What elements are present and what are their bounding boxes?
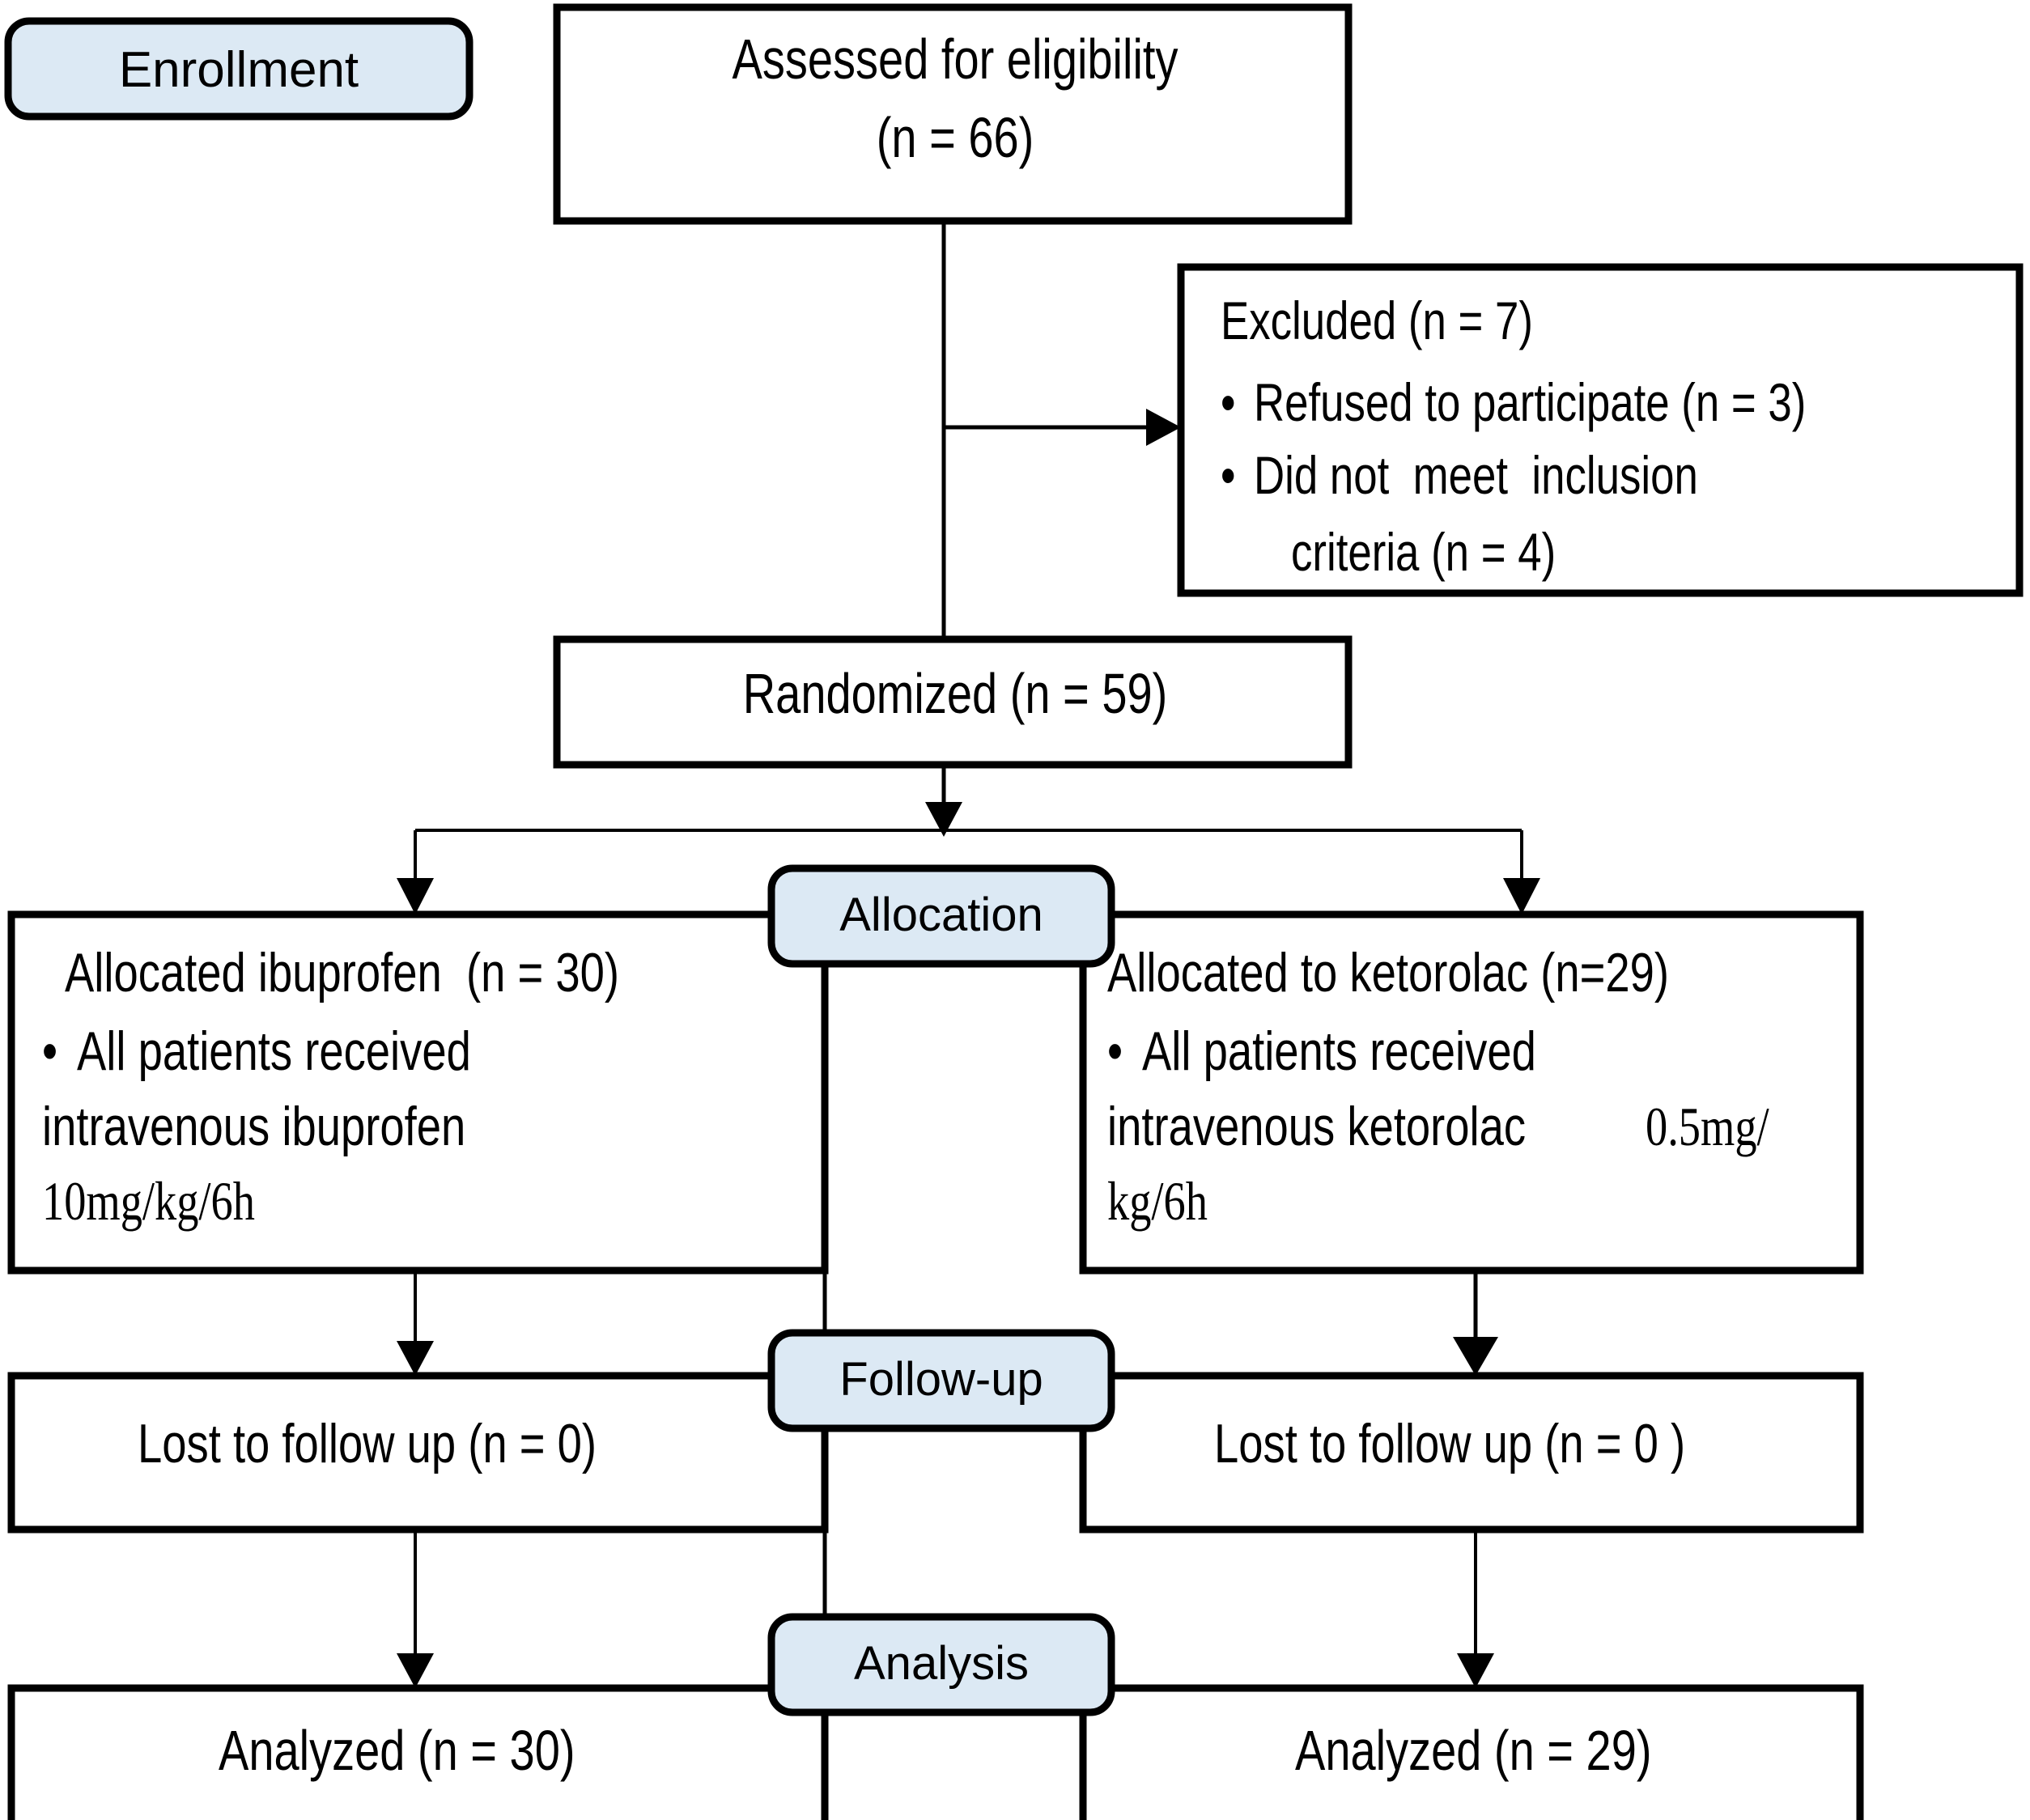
arrowhead-allocated-left xyxy=(397,878,434,914)
arrowhead-to-excluded xyxy=(1146,409,1181,446)
allocated-ibuprofen-bullet-1: • All patients received xyxy=(42,1016,569,1087)
arrowhead-allocated-right xyxy=(1503,878,1540,914)
allocated-ketorolac-line-2: intravenous ketorolac 0.5mg/ xyxy=(1107,1091,1800,1162)
arrowhead-lost-right xyxy=(1453,1337,1498,1376)
allocated-ketorolac-bullet-1: • All patients received xyxy=(1107,1016,1634,1087)
analyzed-left-box xyxy=(7,1684,829,1820)
stage-chip-followup xyxy=(767,1329,1115,1432)
stage-chip-analysis xyxy=(767,1613,1115,1716)
allocated-ketorolac-bullet-1-text: All patients received xyxy=(1141,1020,1536,1082)
allocated-ketorolac-dose: kg/6h xyxy=(1107,1170,1208,1232)
arrowhead-randomized-down xyxy=(925,802,962,837)
arrowhead-analyzed-left xyxy=(397,1653,434,1688)
analyzed-left-label: Analyzed (n = 30) xyxy=(219,1719,575,1782)
allocated-ketorolac-heading: Allocated to ketorolac (n=29) xyxy=(1107,942,1669,1003)
lost-to-followup-left-box xyxy=(7,1372,829,1534)
lost-to-followup-right-box xyxy=(1079,1372,1864,1534)
arrowhead-analyzed-right xyxy=(1457,1653,1494,1688)
allocated-ketorolac-box xyxy=(1079,910,1864,1275)
randomized-label: Randomized (n = 59) xyxy=(742,662,1168,725)
lost-to-followup-left-label: Lost to follow up (n = 0) xyxy=(138,1413,597,1474)
stage-label-analysis: Analysis xyxy=(854,1637,1029,1690)
excluded-heading: Excluded (n = 7) xyxy=(1221,291,1533,350)
analyzed-right-label: Analyzed (n = 29) xyxy=(1295,1719,1652,1782)
allocated-ibuprofen-bullet-1-text: All patients received xyxy=(76,1020,471,1082)
stage-label-allocation: Allocation xyxy=(839,889,1043,941)
assessed-for-eligibility-box xyxy=(553,3,1353,225)
allocated-ibuprofen-line-2: intravenous ibuprofen xyxy=(42,1096,466,1157)
allocated-ketorolac-bullet-marker: • xyxy=(1107,1020,1136,1082)
excluded-bullet-2-continuation: criteria (n = 4) xyxy=(1291,522,1556,582)
lost-to-followup-right-label: Lost to follow up (n = 0 ) xyxy=(1214,1413,1686,1474)
assessed-line-2: (n = 66) xyxy=(876,106,1034,169)
analyzed-right-box xyxy=(1079,1684,1864,1820)
stage-chip-allocation xyxy=(767,864,1115,968)
stage-label-enrollment: Enrollment xyxy=(118,42,359,98)
arrowhead-lost-left xyxy=(397,1341,434,1376)
excluded-bullet-1-marker: • xyxy=(1221,372,1248,432)
allocated-ibuprofen-bullet-marker: • xyxy=(42,1020,70,1082)
allocated-ketorolac-line-2a: intravenous ketorolac xyxy=(1107,1096,1539,1157)
stage-chip-enrollment xyxy=(4,17,474,121)
excluded-bullet-2-text: Did not meet inclusion xyxy=(1254,445,1699,505)
excluded-bullet-1: • Refused to participate (n = 3) xyxy=(1221,368,1944,438)
allocated-ibuprofen-heading: Allocated ibuprofen (n = 30) xyxy=(65,942,619,1003)
allocated-ibuprofen-box xyxy=(7,910,829,1275)
excluded-bullet-1-text: Refused to participate (n = 3) xyxy=(1254,372,1807,432)
stage-label-followup: Follow-up xyxy=(839,1353,1043,1406)
allocated-ibuprofen-dose: 10mg/kg/6h xyxy=(42,1170,255,1232)
excluded-box xyxy=(1177,263,2024,597)
excluded-bullet-2-marker: • xyxy=(1221,445,1248,505)
allocated-ketorolac-line-2b: 0.5mg/ xyxy=(1646,1096,1769,1157)
randomized-box xyxy=(553,635,1353,769)
excluded-bullet-2: • Did not meet inclusion xyxy=(1221,441,1809,511)
assessed-line-1: Assessed for eligibility xyxy=(732,28,1179,91)
